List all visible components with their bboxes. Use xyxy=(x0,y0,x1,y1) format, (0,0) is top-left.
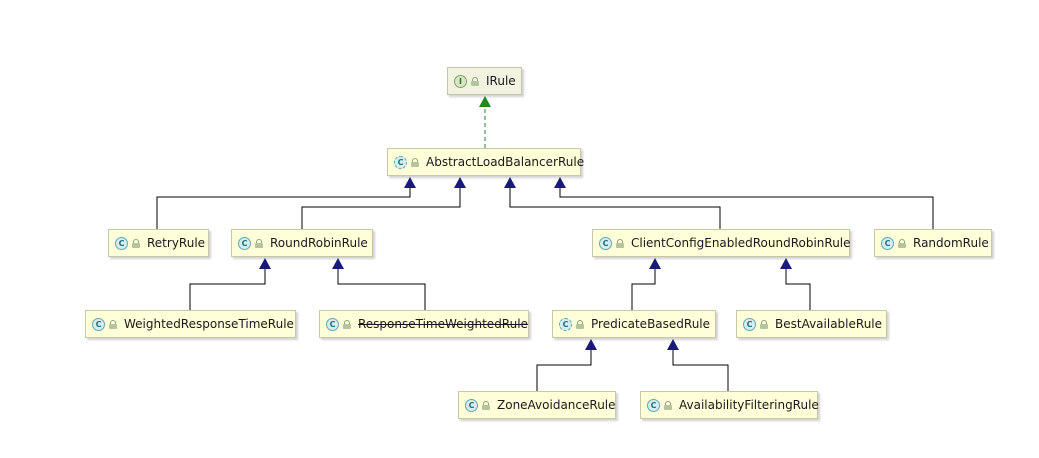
edge-line xyxy=(672,349,729,391)
node-round-robin-rule[interactable]: C RoundRobinRule xyxy=(231,229,373,257)
edge-line xyxy=(536,349,592,391)
public-access-icon xyxy=(760,320,768,329)
node-response-time-weighted-rule[interactable]: C ResponseTimeWeightedRule xyxy=(319,310,529,338)
edge-roundrobin-to-abstract xyxy=(301,177,466,229)
edge-weighted-to-roundrobin xyxy=(189,258,271,310)
node-label: RandomRule xyxy=(913,236,989,250)
class-icon: C xyxy=(599,236,612,250)
class-icon: C xyxy=(647,398,660,412)
class-icon: C xyxy=(92,317,105,331)
public-access-icon xyxy=(616,239,624,248)
public-access-icon xyxy=(109,320,117,329)
public-access-icon xyxy=(576,320,584,329)
node-label: AbstractLoadBalancerRule xyxy=(426,155,585,169)
node-best-available-rule[interactable]: C BestAvailableRule xyxy=(736,310,887,338)
class-icon: C xyxy=(881,236,894,250)
public-access-icon xyxy=(255,239,263,248)
extends-arrowhead xyxy=(259,258,271,269)
interface-icon: I xyxy=(454,74,467,88)
edge-line xyxy=(301,187,461,229)
extends-arrowhead xyxy=(332,258,344,269)
edge-line xyxy=(337,268,426,310)
node-label: RoundRobinRule xyxy=(270,236,368,250)
class-icon: C xyxy=(465,398,478,412)
public-access-icon xyxy=(411,158,419,167)
node-predicate-based-rule[interactable]: C PredicateBasedRule xyxy=(552,310,716,338)
edge-random-to-abstract xyxy=(554,177,934,229)
public-access-icon xyxy=(471,77,479,86)
node-abstract-load-balancer-rule[interactable]: C AbstractLoadBalancerRule xyxy=(387,148,585,176)
edge-line xyxy=(189,268,266,310)
edge-zoneavoidance-to-predicate xyxy=(536,339,597,391)
edge-predicate-to-clientconfig xyxy=(631,258,661,310)
class-icon: C xyxy=(115,236,128,250)
node-label: WeightedResponseTimeRule xyxy=(124,317,294,331)
edge-availability-to-predicate xyxy=(667,339,729,391)
public-access-icon xyxy=(482,401,490,410)
class-icon: C xyxy=(743,317,756,331)
edge-retry-to-abstract xyxy=(156,177,416,229)
extends-arrowhead xyxy=(780,258,792,269)
class-icon: C xyxy=(238,236,251,250)
node-label: BestAvailableRule xyxy=(775,317,883,331)
node-retry-rule[interactable]: C RetryRule xyxy=(108,229,209,257)
edge-responsetime-to-roundrobin xyxy=(332,258,426,310)
edge-line xyxy=(631,268,656,310)
extends-arrowhead xyxy=(554,177,566,188)
node-irule[interactable]: I IRule xyxy=(447,67,522,95)
public-access-icon xyxy=(343,320,351,329)
node-label: ZoneAvoidanceRule xyxy=(497,398,616,412)
extends-arrowhead xyxy=(585,339,597,350)
edge-line xyxy=(156,187,411,229)
node-random-rule[interactable]: C RandomRule xyxy=(874,229,992,257)
node-label: IRule xyxy=(486,74,516,88)
edge-clientconfig-to-abstract xyxy=(504,177,721,229)
extends-arrowhead xyxy=(649,258,661,269)
edge-line xyxy=(785,268,811,310)
node-client-config-enabled-round-robin-rule[interactable]: C ClientConfigEnabledRoundRobinRule xyxy=(592,229,851,257)
public-access-icon xyxy=(664,401,672,410)
extends-arrowhead xyxy=(454,177,466,188)
node-availability-filtering-rule[interactable]: C AvailabilityFilteringRule xyxy=(640,391,819,419)
abstract-class-icon: C xyxy=(394,155,407,169)
edge-line xyxy=(559,187,934,229)
public-access-icon xyxy=(898,239,906,248)
node-label: ResponseTimeWeightedRule xyxy=(358,317,528,331)
edge-bestavailable-to-clientconfig xyxy=(780,258,811,310)
public-access-icon xyxy=(132,239,140,248)
node-label: AvailabilityFilteringRule xyxy=(679,398,819,412)
class-icon: C xyxy=(326,317,339,331)
edge-implements-abstract-to-irule xyxy=(479,96,491,148)
node-weighted-response-time-rule[interactable]: C WeightedResponseTimeRule xyxy=(85,310,296,338)
abstract-class-icon: C xyxy=(559,317,572,331)
node-label: PredicateBasedRule xyxy=(591,317,711,331)
extends-arrowhead xyxy=(404,177,416,188)
edge-line xyxy=(509,187,721,229)
node-label: ClientConfigEnabledRoundRobinRule xyxy=(631,236,851,250)
implements-arrowhead xyxy=(479,96,491,107)
node-zone-avoidance-rule[interactable]: C ZoneAvoidanceRule xyxy=(458,391,616,419)
extends-arrowhead xyxy=(504,177,516,188)
node-label: RetryRule xyxy=(147,236,206,250)
extends-arrowhead xyxy=(667,339,679,350)
